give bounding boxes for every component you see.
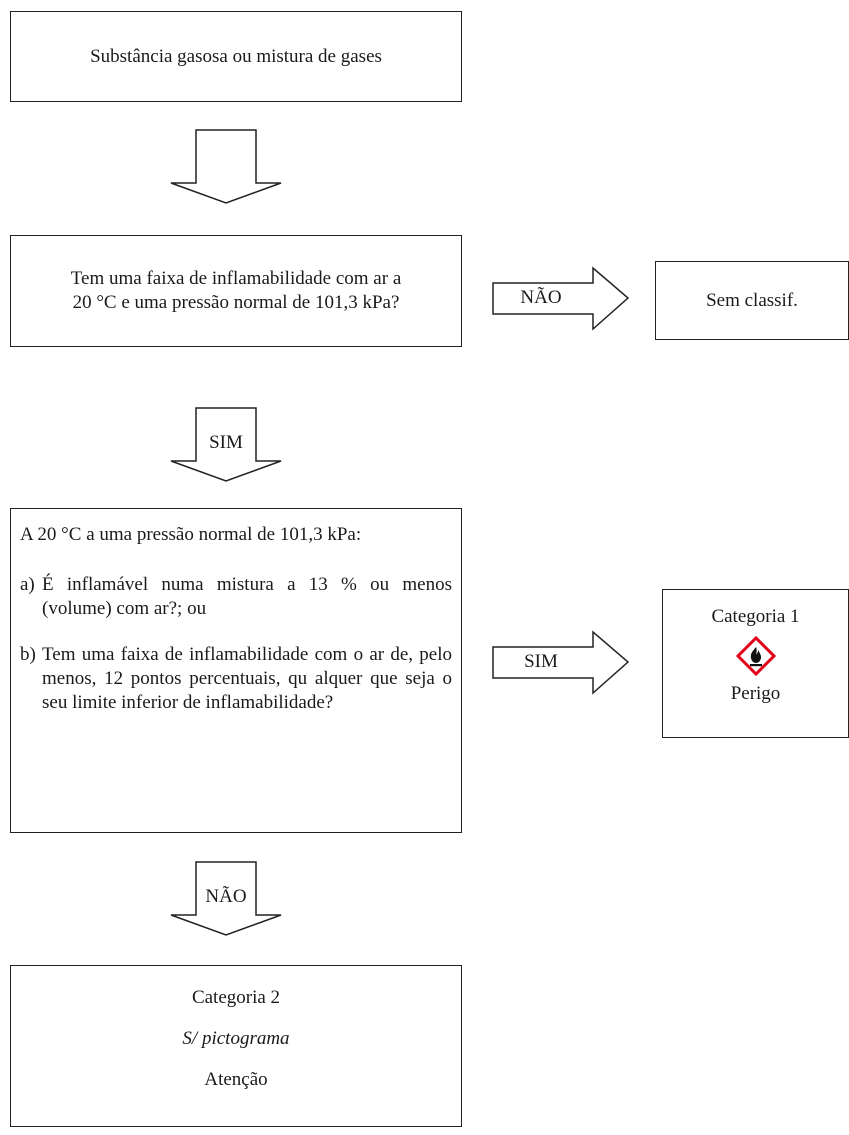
arrow-q1-no-label: NÃO <box>520 287 562 308</box>
flame-pictogram-icon <box>735 635 776 677</box>
arrow-down-q1-yes <box>170 407 282 482</box>
question-1-box: Tem uma faixa de inflamabilidade com ar … <box>10 235 462 347</box>
category-1-title: Categoria 1 <box>711 606 800 627</box>
arrow-down-q2-no <box>170 861 282 936</box>
question-1-line-2: 20 °C e uma pressão normal de 101,3 kPa? <box>72 292 400 313</box>
start-box: Substância gasosa ou mistura de gases <box>10 11 462 102</box>
question-2-item-a-marker: a) <box>20 574 35 595</box>
question-2-item-b: b) Tem uma faixa de inflamabilidade com … <box>20 643 452 715</box>
category-2-signal-word: Atenção <box>204 1069 268 1090</box>
not-classified-text: Sem classif. <box>706 289 798 311</box>
arrow-q2-no-label: NÃO <box>205 886 247 907</box>
question-2-item-b-text: Tem uma faixa de inflamabilidade com o a… <box>42 644 452 713</box>
arrow-q1-yes-label: SIM <box>209 432 243 453</box>
start-box-text: Substância gasosa ou mistura de gases <box>90 45 382 67</box>
category-1-signal-word: Perigo <box>730 683 781 704</box>
question-2-item-b-marker: b) <box>20 644 36 665</box>
arrow-q2-yes-label: SIM <box>524 651 558 672</box>
arrow-right-q2-yes <box>492 630 630 695</box>
not-classified-box: Sem classif. <box>655 261 849 340</box>
question-2-intro: A 20 °C a uma pressão normal de 101,3 kP… <box>20 524 362 545</box>
question-2-box: A 20 °C a uma pressão normal de 101,3 kP… <box>10 508 462 833</box>
category-2-title: Categoria 2 <box>191 987 281 1008</box>
category-1-box: Categoria 1 Perigo <box>662 589 849 738</box>
question-2-item-a-text: É inflamável numa mistura a 13 % ou meno… <box>42 574 452 619</box>
arrow-right-q1-no <box>492 266 630 331</box>
question-2-item-a: a) É inflamável numa mistura a 13 % ou m… <box>20 573 452 621</box>
question-1-line-1: Tem uma faixa de inflamabilidade com ar … <box>70 268 402 289</box>
category-2-box: Categoria 2 S/ pictograma Atenção <box>10 965 462 1127</box>
category-2-pictogram-note: S/ pictograma <box>182 1028 290 1049</box>
arrow-down-start-to-q1 <box>170 129 282 204</box>
